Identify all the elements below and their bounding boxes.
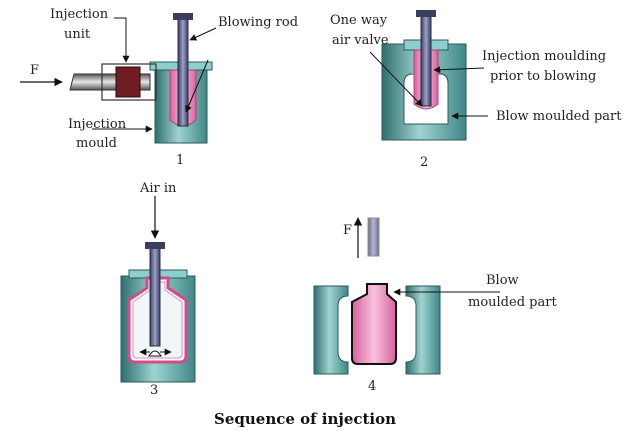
stage-2: One way air valve Injection moulding pri… bbox=[330, 10, 622, 170]
mould-half-left bbox=[313, 285, 349, 375]
blowing-rod-cap-2 bbox=[416, 10, 436, 17]
stage-1: Injection unit F Blowing rod Injection m… bbox=[20, 7, 298, 168]
nozzle-housing bbox=[101, 63, 157, 101]
stage-number-3: 3 bbox=[150, 383, 158, 398]
injection-unit-label-1: Injection bbox=[50, 7, 109, 22]
diagram-caption: Sequence of injection bbox=[214, 410, 396, 428]
blow-part-label-4a: Blow bbox=[486, 273, 519, 288]
stage-4: F Blow moulded part 4 bbox=[313, 217, 557, 394]
stage-number-1: 1 bbox=[176, 153, 184, 168]
preform-pointer bbox=[185, 59, 209, 113]
valve-label-2: air valve bbox=[332, 33, 389, 48]
force-label-1: F bbox=[30, 63, 39, 78]
force-label-4: F bbox=[343, 223, 352, 238]
blowing-rod-2 bbox=[420, 13, 432, 107]
blow-part-label-4b: moulded part bbox=[468, 295, 557, 310]
stage-number-4: 4 bbox=[368, 379, 376, 394]
injection-unit-label-2: unit bbox=[64, 27, 91, 42]
injection-unit-leader bbox=[114, 17, 130, 63]
blowing-rod-leader bbox=[189, 27, 217, 41]
preform-leader bbox=[433, 66, 485, 74]
blowing-rod-cap-3 bbox=[145, 242, 165, 249]
blowing-rod-cap bbox=[173, 13, 193, 20]
blow-part-label: Blow moulded part bbox=[496, 109, 622, 124]
injection-nozzle bbox=[115, 66, 141, 98]
valve-leader bbox=[369, 51, 423, 107]
injection-mould-label-1: Injection bbox=[68, 117, 127, 132]
blowing-rod-label: Blowing rod bbox=[218, 15, 298, 30]
withdrawn-rod bbox=[367, 217, 380, 257]
valve-label-1: One way bbox=[330, 13, 388, 28]
mould-half-right bbox=[405, 285, 441, 375]
finished-part bbox=[351, 283, 397, 365]
preform-label-2: prior to blowing bbox=[490, 69, 596, 84]
preform-label-1: Injection moulding bbox=[482, 49, 606, 64]
injection-mould-label-2: mould bbox=[76, 136, 117, 151]
stage-number-2: 2 bbox=[420, 155, 428, 170]
stage-3: Air in 3 bbox=[120, 181, 196, 398]
blowing-rod-3 bbox=[149, 245, 161, 347]
valve-dome bbox=[148, 350, 162, 357]
air-in-label: Air in bbox=[139, 181, 177, 196]
